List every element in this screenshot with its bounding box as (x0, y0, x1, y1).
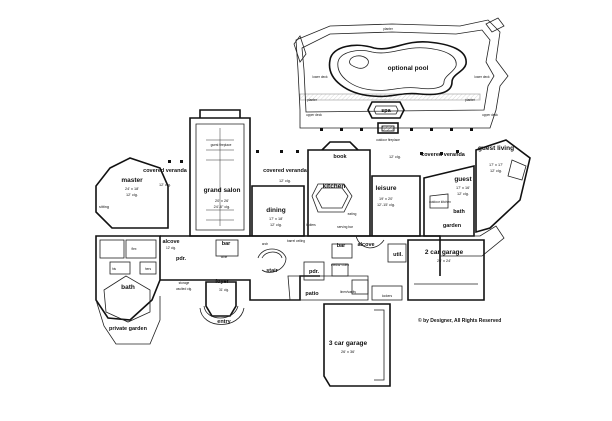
label-flex: flex (132, 247, 137, 251)
label-covered-veranda-mid: covered veranda (263, 168, 308, 174)
outdoor-fireplace (377, 122, 399, 134)
label-grand-salon-clg: 24'-6" clg. (214, 205, 231, 209)
label-guest-living-clg: 12' clg. (490, 169, 502, 173)
label-bar-left: bar (222, 241, 231, 247)
label-covered-veranda-mid-clg: 12' clg. (279, 179, 291, 183)
pool (328, 41, 467, 98)
label-arch: arch (262, 242, 268, 246)
label-butlers: butlers (306, 223, 316, 227)
label-garden: garden (443, 223, 462, 229)
label-2-car-garage-dim: 26' x 24' (437, 259, 451, 263)
label-master-clg: 12' clg. (126, 193, 138, 197)
label-guest: guest (454, 176, 472, 183)
label-pdr-right: pdr. (309, 269, 320, 275)
label-bath-master: bath (121, 284, 135, 291)
label-foyer: foyer (215, 279, 229, 285)
label-dining-clg: 12' clg. (270, 223, 282, 227)
label-grand-salon: grand salon (204, 187, 241, 194)
label-hers: hers (145, 267, 152, 271)
pool-deck (293, 17, 509, 129)
label-alcove-left-clg: 12' clg. (166, 246, 176, 250)
label-3-car-garage-dim: 26' x 36' (341, 350, 355, 354)
label-guest-living: guest living (478, 145, 514, 152)
label-3-car-garage: 3 car garage (329, 340, 368, 347)
label-alcove-right: alcove (357, 242, 374, 248)
label-covered-veranda-right-clg: 12' clg. (389, 155, 401, 159)
room-labels: optional pool planter planter planter lo… (99, 27, 514, 354)
label-eating: eating (348, 212, 357, 216)
veranda-columns (168, 150, 459, 163)
label-master: master (121, 177, 143, 184)
label-dining: dining (266, 207, 286, 214)
label-book: book (333, 154, 347, 160)
label-pdr-left: pdr. (176, 256, 187, 262)
label-storage: storage (179, 281, 190, 285)
label-entry: entry (217, 319, 231, 325)
label-stair: stair (266, 268, 278, 274)
label-guest-living-dim: 17' x 17' (489, 163, 503, 167)
label-guest-clg: 12' clg. (457, 192, 469, 196)
label-master-dim: 24' x 18' (125, 187, 139, 191)
salon-pattern (206, 128, 234, 226)
label-lockers: lockers (382, 294, 393, 298)
label-sitting: sitting (99, 205, 109, 209)
label-media-video: media/ video (331, 263, 349, 267)
label-wine: wine (221, 255, 228, 259)
label-planter-left: planter (307, 98, 318, 102)
spa (367, 101, 405, 119)
label-leisure: leisure (376, 185, 397, 192)
label-kitchen: kitchen (323, 183, 346, 190)
label-outdoor-fireplace: outdoor fireplace (376, 138, 400, 142)
label-covered-veranda-right: covered veranda (421, 152, 466, 158)
label-planter-top: planter (383, 27, 394, 31)
label-lower-deck-right: lower deck (474, 75, 490, 79)
label-upper-deck-left: upper deck (306, 113, 322, 117)
label-spa: spa (381, 108, 391, 114)
label-bath-guest: bath (453, 209, 465, 215)
label-lower-deck-left: lower deck (312, 75, 328, 79)
label-covered-veranda-left-clg: 12' clg. (159, 183, 171, 187)
label-covered-veranda-left: covered veranda (143, 168, 188, 174)
label-leisure-clg: 12'-15' clg. (377, 203, 395, 207)
label-alcove-left: alcove (162, 239, 179, 245)
copyright-notice: © by Designer, All Rights Reserved (418, 317, 501, 324)
label-his: his (112, 267, 116, 271)
label-outdoor-kitchen: outdoor kitchen (429, 200, 451, 204)
label-guest-fireplace: guest fireplace (211, 143, 232, 147)
label-2-car-garage: 2 car garage (425, 249, 464, 256)
house-walls (95, 109, 531, 387)
label-upper-deck-right: upper deck (482, 113, 498, 117)
label-bar-right: bar (337, 243, 346, 249)
label-private-garden: private garden (109, 326, 148, 332)
label-guest-dim: 17' x 16' (456, 186, 470, 190)
label-linen-vanity: linen/vanity (340, 290, 356, 294)
label-storage-clg: vaulted clg. (176, 287, 192, 291)
label-barrel-ceiling: barrel ceiling (287, 239, 305, 243)
label-optional-pool: optional pool (388, 65, 429, 72)
label-planter-right: planter (465, 98, 476, 102)
label-serving-bar: serving bar (337, 225, 354, 229)
label-utility: util. (393, 252, 403, 258)
label-leisure-dim: 19' x 20' (379, 197, 393, 201)
label-foyer-clg: 31' clg. (219, 288, 229, 292)
label-patio: patio (305, 291, 319, 297)
deck-columns (320, 128, 473, 131)
label-grand-salon-dim: 20' x 26' (215, 199, 229, 203)
label-dining-dim: 17' x 18' (269, 217, 283, 221)
